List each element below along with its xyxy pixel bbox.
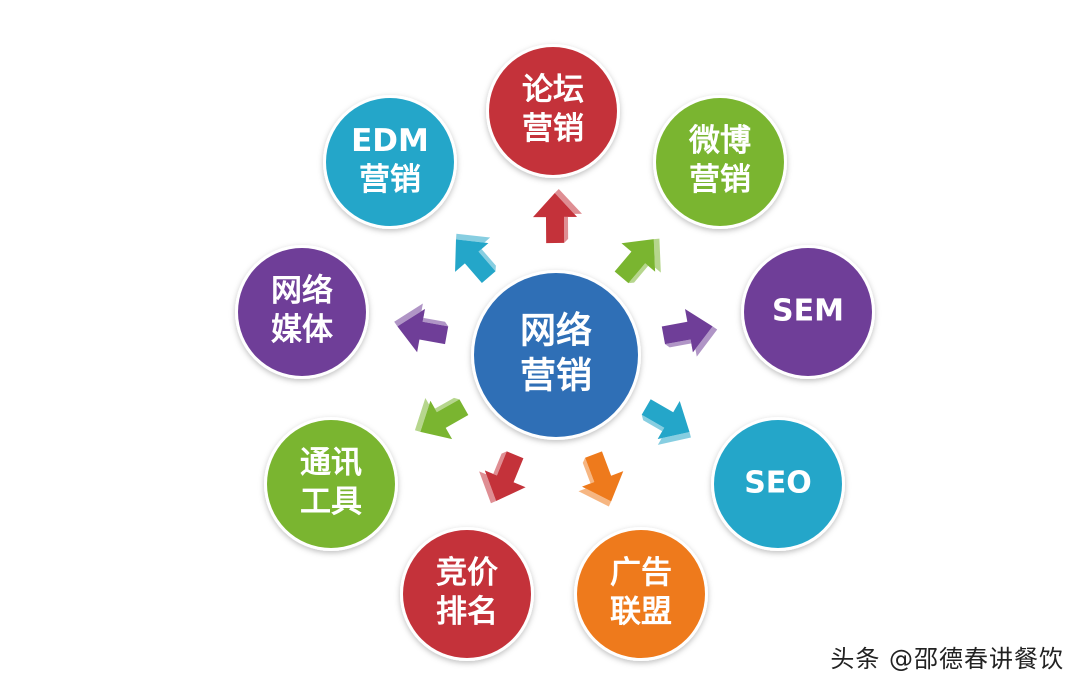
node-seo: SEO: [711, 417, 845, 551]
node-forum-circle: [489, 47, 617, 175]
node-sem-label: SEM: [772, 294, 844, 329]
arrow-icon: [479, 451, 526, 504]
node-edm-label: 营销: [359, 162, 421, 198]
node-im-tools-circle: [267, 420, 395, 548]
node-bidding-label: 竞价: [436, 555, 498, 591]
arrows-layer: [394, 188, 718, 507]
node-edm-label: EDM: [351, 123, 429, 159]
node-im-tools-label: 通讯: [300, 445, 362, 481]
node-network-media-circle: [238, 248, 366, 376]
node-network-media-label: 媒体: [271, 312, 333, 348]
center-circle: [474, 273, 638, 437]
node-forum-label: 营销: [522, 111, 584, 147]
node-weibo-circle: [656, 98, 784, 226]
arrow-icon: [578, 451, 624, 507]
node-ad-alliance-circle: [577, 530, 705, 658]
node-ad-alliance-label: 联盟: [610, 594, 672, 630]
node-bidding-label: 排名: [436, 594, 498, 630]
arrow-icon: [532, 188, 582, 244]
node-bidding-circle: [403, 530, 531, 658]
arrow-icon: [661, 308, 718, 357]
center-label: 网络: [520, 310, 592, 352]
arrow-icon: [455, 233, 496, 284]
arrow-icon: [641, 399, 691, 445]
arrow-icon: [414, 397, 469, 440]
arrow-icon: [394, 303, 449, 353]
node-sem: SEM: [741, 245, 875, 379]
nodes-layer: 论坛营销微博营销SEMSEO广告联盟竞价排名通讯工具网络媒体EDM营销: [235, 44, 875, 661]
node-forum-label: 论坛: [522, 72, 584, 108]
node-weibo-label: 营销: [689, 162, 751, 198]
node-seo-label: SEO: [744, 466, 812, 501]
node-edm-circle: [326, 98, 454, 226]
arrow-icon: [614, 238, 661, 284]
node-network-media-label: 网络: [271, 273, 333, 309]
node-sem-circle: [744, 248, 872, 376]
node-weibo-label: 微博: [688, 123, 751, 159]
center-label: 营销: [520, 356, 592, 397]
node-seo-circle: [714, 420, 842, 548]
node-ad-alliance-label: 广告: [610, 555, 672, 591]
watermark: 头条 @邵德春讲餐饮: [830, 645, 1064, 673]
node-im-tools-label: 工具: [300, 484, 362, 520]
